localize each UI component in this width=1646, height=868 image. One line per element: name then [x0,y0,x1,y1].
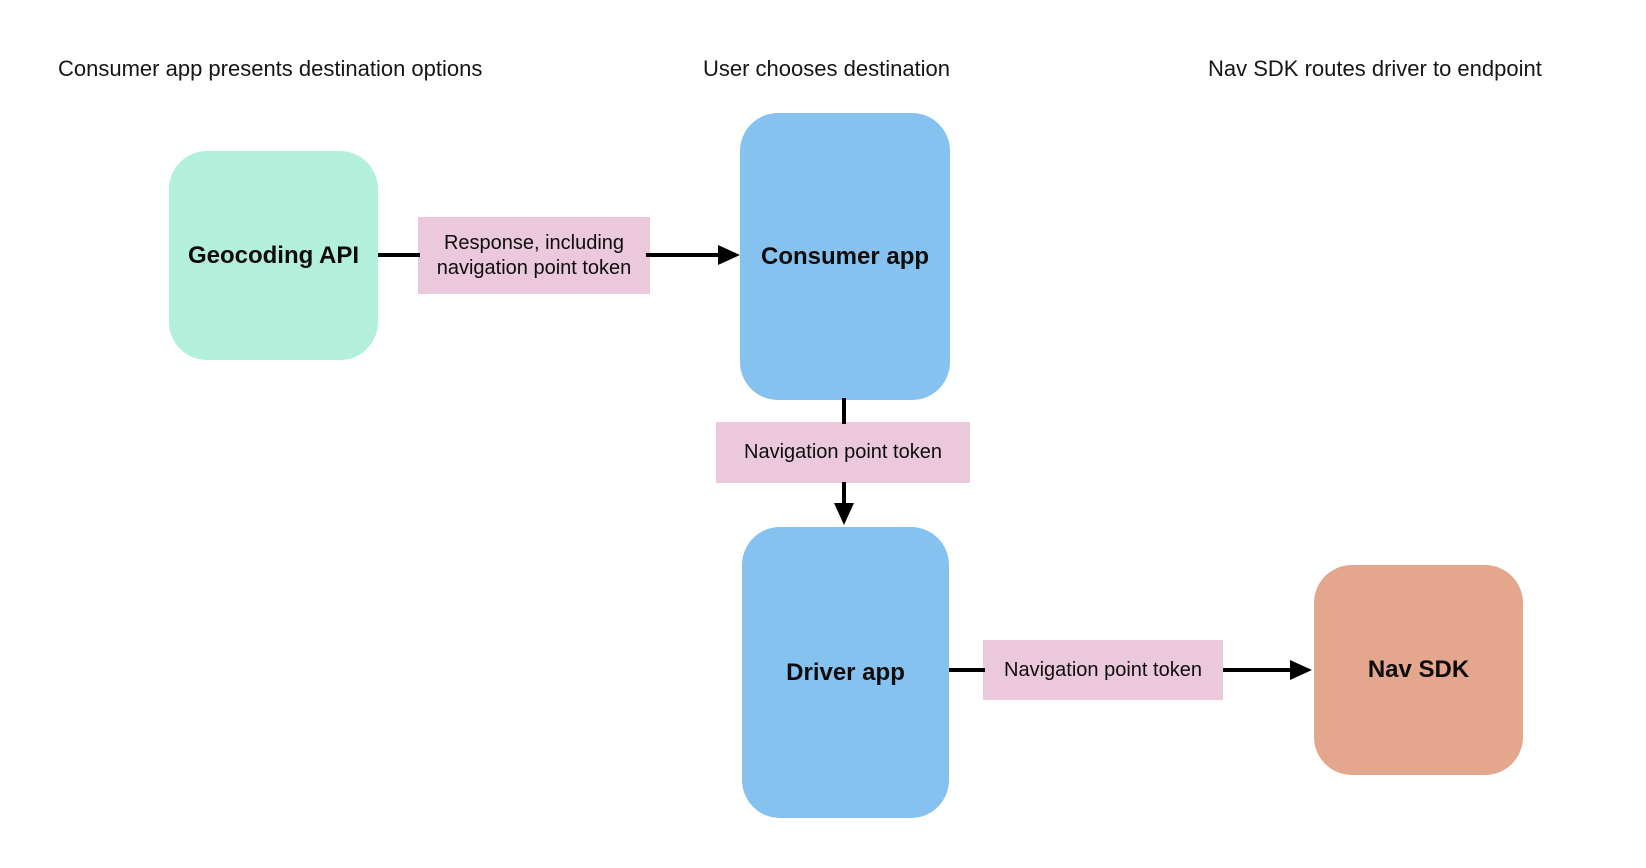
edge-label-response-token: Response, including navigation point tok… [418,217,650,294]
lane-title-navsdk-routes: Nav SDK routes driver to endpoint [1208,56,1542,81]
node-nav-sdk: Nav SDK [1314,565,1523,775]
edge-line-label-to-driver [841,482,847,505]
edge-label-navigation-point-token-1: Navigation point token [716,422,970,483]
node-consumer-app-label: Consumer app [760,242,930,270]
node-driver-app: Driver app [742,527,949,818]
lane-title-user-chooses: User chooses destination [703,56,951,81]
edge-line-geocoding-to-label [378,252,420,258]
node-geocoding-api: Geocoding API [169,151,378,360]
edge-line-label-to-consumer [646,252,720,258]
lane-title-consumer-presents: Consumer app presents destination option… [58,56,483,81]
node-consumer-app: Consumer app [740,113,950,400]
edge-line-consumer-to-label [841,398,847,424]
edge-label-navigation-point-token-2: Navigation point token [983,640,1223,700]
node-nav-sdk-label: Nav SDK [1367,656,1470,683]
node-driver-app-label: Driver app [786,658,905,686]
edge-line-driver-to-label [949,667,985,673]
edge-line-label-to-navsdk [1223,667,1292,673]
arrowhead-into-navsdk-icon [1290,660,1312,680]
arrowhead-into-driver-icon [834,503,854,525]
node-geocoding-api-label: Geocoding API [187,241,360,269]
arrowhead-into-consumer-icon [718,245,740,265]
